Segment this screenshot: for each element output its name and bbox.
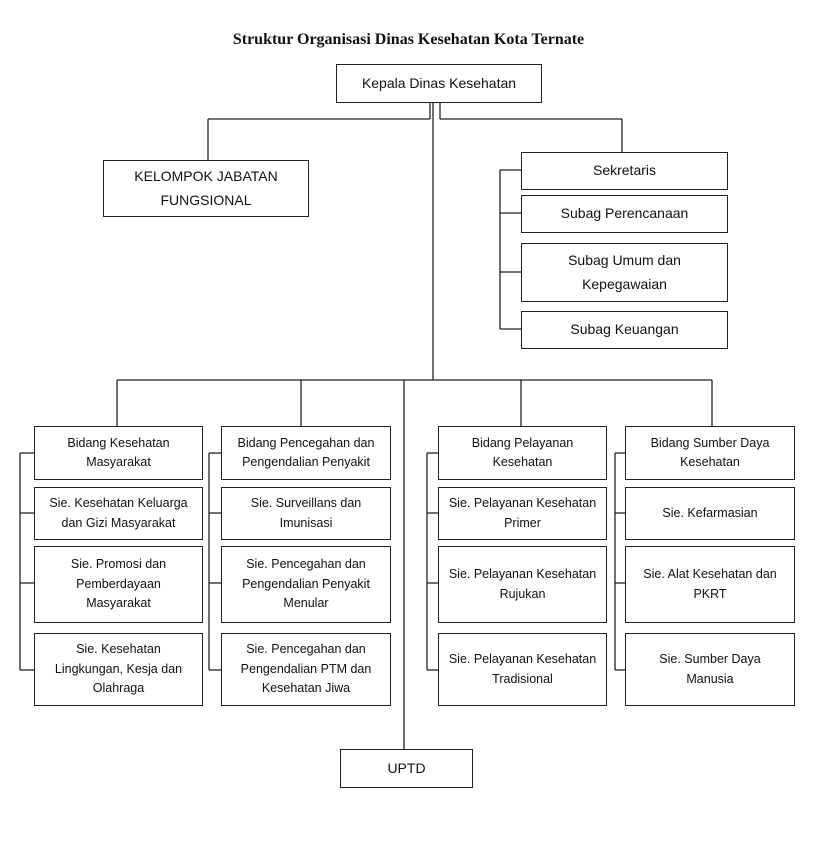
node-kepala-dinas: Kepala Dinas Kesehatan (336, 64, 542, 103)
node-uptd: UPTD (340, 749, 473, 788)
node-sekretaris: Sekretaris (521, 152, 728, 190)
diagram-title: Struktur Organisasi Dinas Kesehatan Kota… (232, 31, 585, 48)
node-subag-perencanaan: Subag Perencanaan (521, 195, 728, 233)
node-sie-kefarmasian: Sie. Kefarmasian (625, 487, 795, 540)
node-subag-keuangan: Subag Keuangan (521, 311, 728, 349)
